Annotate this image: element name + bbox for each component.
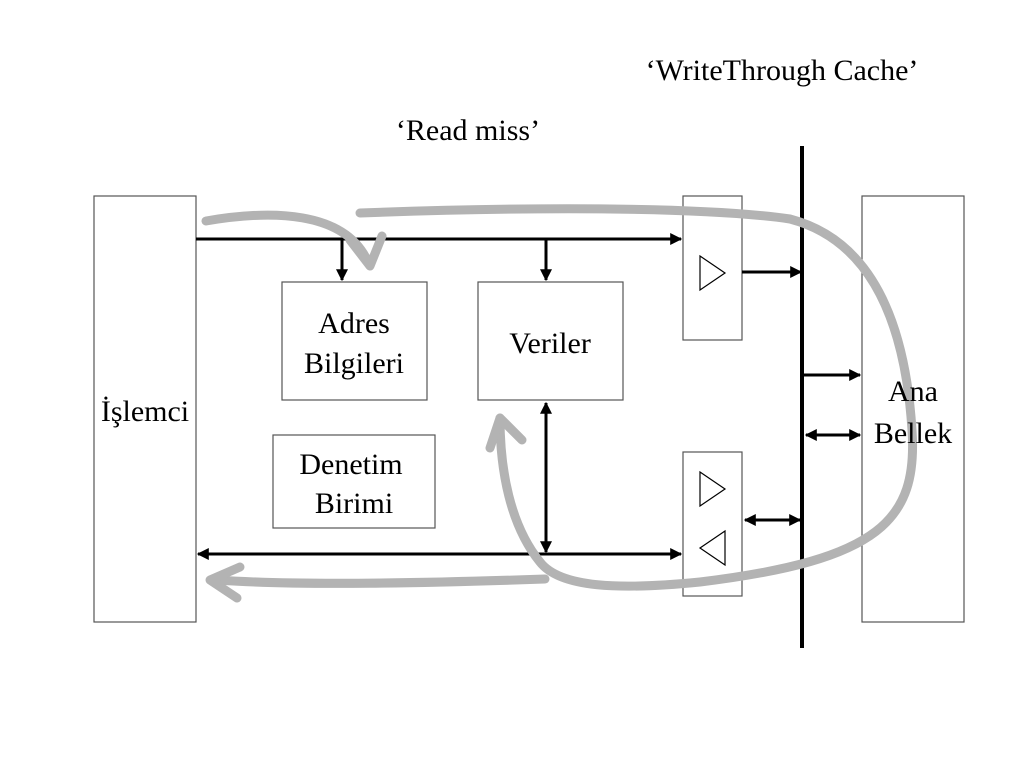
control-box: [272, 434, 436, 529]
data-box: [477, 281, 624, 401]
write-buffer-box: [682, 195, 743, 341]
write-driver-triangle: [699, 254, 727, 292]
in-driver-triangle: [698, 529, 726, 567]
address-label-line1: Adres: [318, 307, 390, 340]
diagram-title: ‘WriteThrough Cache’: [646, 54, 919, 87]
processor-label: İşlemci: [101, 395, 189, 428]
control-label-line1: Denetim: [299, 448, 402, 481]
flow-arrowhead-request: [345, 231, 387, 271]
flow-arrowhead-data: [485, 413, 527, 453]
out-driver-triangle: [699, 470, 727, 508]
read-buffer-box: [682, 451, 743, 597]
diagram-subtitle: ‘Read miss’: [396, 114, 540, 147]
address-box: [281, 281, 428, 401]
processor-box: [93, 195, 197, 623]
flow-arrow-return: [213, 574, 550, 588]
memory-label-line1: Ana: [888, 375, 938, 408]
flow-arrowhead-return: [205, 562, 245, 603]
control-label-line2: Birimi: [315, 487, 393, 520]
data-label: Veriler: [509, 327, 591, 360]
flow-arrow-memory-loop: [355, 204, 918, 591]
address-label-line2: Bilgileri: [304, 347, 404, 380]
memory-label-line2: Bellek: [874, 417, 952, 450]
